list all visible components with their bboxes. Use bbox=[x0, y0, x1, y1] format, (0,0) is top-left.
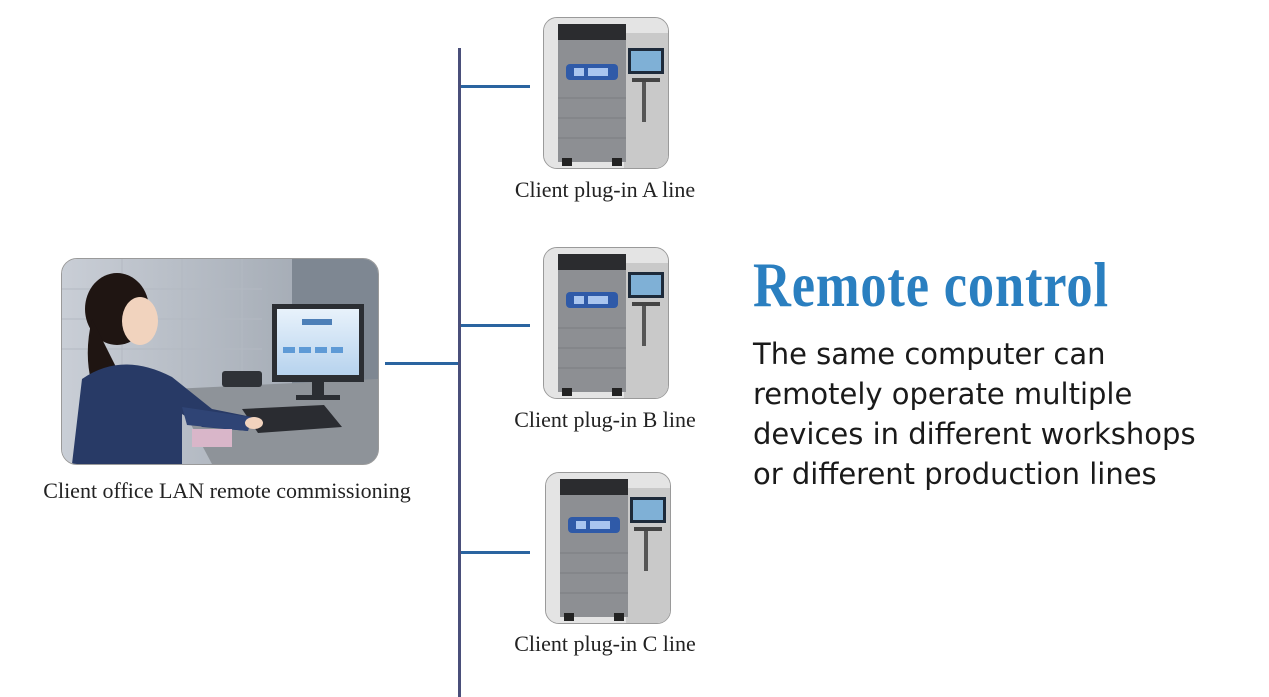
section-heading: Remote control bbox=[753, 249, 1109, 320]
description-line: The same computer can bbox=[753, 337, 1106, 371]
section-description: The same computer can remotely operate m… bbox=[753, 334, 1253, 494]
office-caption: Client office LAN remote commissioning bbox=[43, 478, 411, 503]
line-c-connector bbox=[461, 551, 530, 554]
line-a-connector bbox=[461, 85, 530, 88]
device-photo-line-b bbox=[543, 247, 669, 399]
device-caption-line-c: Client plug-in C line bbox=[514, 631, 696, 656]
device-photo-line-a bbox=[543, 17, 669, 169]
description-line: remotely operate multiple bbox=[753, 377, 1133, 411]
office-connector-line bbox=[385, 362, 458, 365]
line-b-connector bbox=[461, 324, 530, 327]
device-caption-line-b: Client plug-in B line bbox=[514, 407, 696, 432]
device-caption-line-a: Client plug-in A line bbox=[514, 177, 696, 202]
device-photo-line-c bbox=[545, 472, 671, 624]
network-trunk-line bbox=[458, 48, 461, 697]
description-line: or different production lines bbox=[753, 457, 1157, 491]
office-photo bbox=[61, 258, 379, 465]
description-line: devices in different workshops bbox=[753, 417, 1196, 451]
